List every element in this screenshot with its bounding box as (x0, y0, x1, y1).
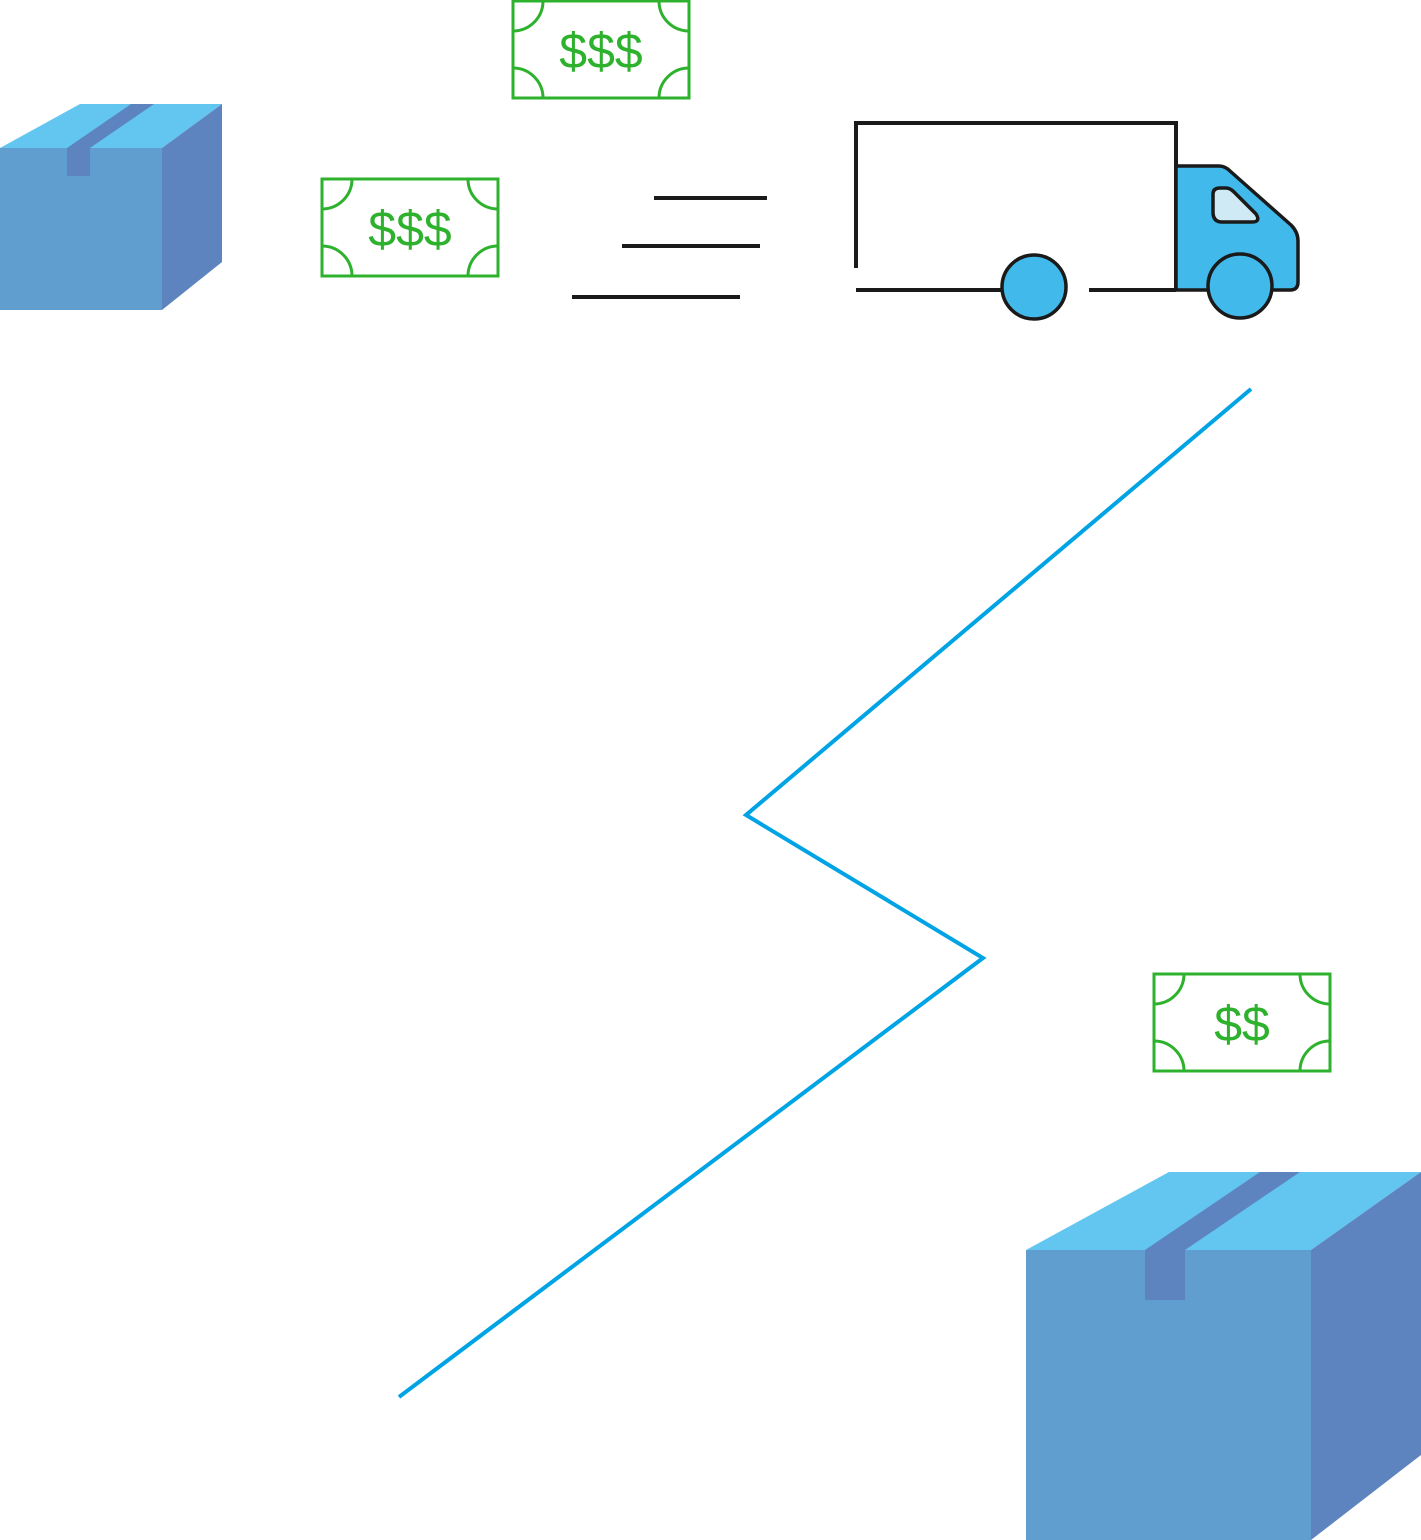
bill-label: $$$ (559, 23, 642, 79)
bill-corner (321, 178, 354, 211)
bill-corner (657, 0, 690, 33)
bill-corner (321, 244, 354, 277)
truck-window (1211, 186, 1260, 224)
bill-corner (1153, 1039, 1186, 1072)
bill-frame (320, 177, 500, 278)
motion-lines-icon (572, 196, 767, 299)
bill-label: $$$ (368, 201, 451, 257)
zigzag-route-line (397, 387, 1253, 1399)
destination-package-box-icon (1026, 1172, 1421, 1540)
money-bill-icon: $$ (1152, 972, 1332, 1073)
box-tape-top (67, 104, 154, 148)
box-tape-front (1145, 1250, 1185, 1300)
bill-corner (657, 66, 690, 99)
bill-corner (466, 244, 499, 277)
box-tape-front (67, 148, 90, 176)
bill-corner (466, 178, 499, 211)
truck-cab (1174, 164, 1300, 292)
bill-frame (1152, 972, 1332, 1073)
bill-label: $$ (1214, 996, 1270, 1052)
bill-frame (511, 0, 691, 100)
bill-corner (1153, 973, 1186, 1006)
source-package-box-icon (0, 104, 222, 310)
money-bill-icon: $$$ (320, 177, 500, 278)
money-bill-icon: $$$ (511, 0, 691, 100)
delivery-truck-icon (854, 121, 1300, 321)
bill-corner (512, 66, 545, 99)
box-side-face (162, 104, 222, 310)
truck-wheel-rear (1000, 253, 1068, 321)
box-tape-top (1145, 1172, 1300, 1250)
bill-corner (1298, 973, 1331, 1006)
bill-corner (512, 0, 545, 33)
bill-corner (1298, 1039, 1331, 1072)
box-side-face (1311, 1172, 1421, 1540)
truck-wheel-front (1206, 252, 1274, 320)
